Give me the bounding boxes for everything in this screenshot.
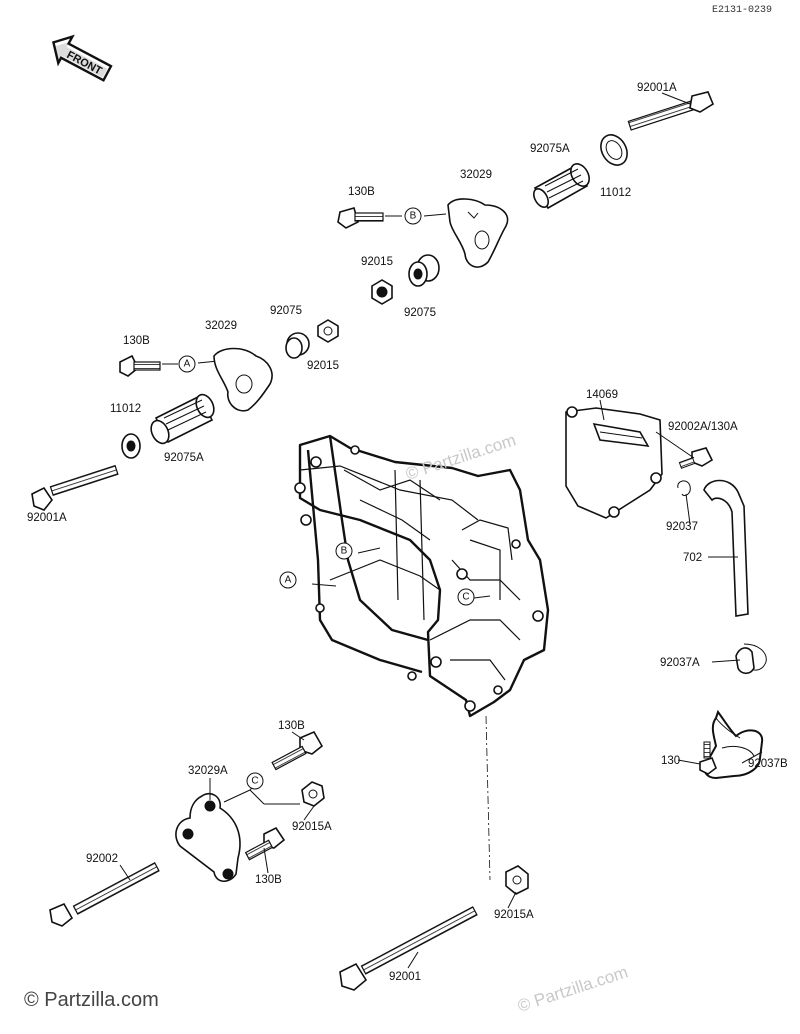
- label-92075-center: 92075: [404, 307, 436, 319]
- clip-92037: [677, 480, 691, 497]
- bracket-32029A: [175, 792, 241, 883]
- washer-11012-top: [600, 134, 628, 166]
- label-92075-left: 92075: [270, 305, 302, 317]
- label-14069: 14069: [586, 389, 618, 401]
- clamp-92037B: [703, 709, 764, 780]
- svg-text:A: A: [184, 359, 191, 370]
- label-130: 130: [661, 755, 680, 767]
- label-32029-left: 32029: [205, 320, 237, 332]
- watermark-faint-center: © Partzilla.com: [403, 430, 518, 483]
- callout-a-left: A: [178, 355, 196, 373]
- label-11012-top: 11012: [600, 187, 631, 199]
- reference-code: E2131-0239: [712, 5, 772, 16]
- clamp-92037A: [735, 643, 767, 675]
- callout-a-frame: A: [279, 571, 297, 589]
- label-92037: 92037: [666, 521, 698, 533]
- collar-92075-center: [408, 254, 440, 287]
- label-702: 702: [683, 552, 702, 564]
- bolt-92001A-top: [627, 91, 715, 131]
- bolt-92001: [339, 906, 478, 991]
- label-92037B: 92037B: [748, 758, 788, 770]
- sleeve-92075A-top: [532, 163, 590, 210]
- label-130B-top: 130B: [348, 186, 375, 198]
- bolt-130B-lower2: [244, 826, 286, 861]
- label-130B-left: 130B: [123, 335, 150, 347]
- label-130B-lower1: 130B: [278, 720, 305, 732]
- callout-b-frame: B: [335, 542, 353, 560]
- bolt-130B-left: [119, 354, 219, 377]
- label-92002A-130A: 92002A/130A: [668, 421, 738, 433]
- label-92075A-left: 92075A: [164, 452, 204, 464]
- front-arrow-icon: FRONT: [52, 34, 113, 82]
- label-32029A: 32029A: [188, 765, 228, 777]
- callout-c-frame: C: [457, 588, 475, 606]
- collar-92075-left: [285, 332, 310, 359]
- label-32029-top: 32029: [460, 169, 492, 181]
- label-92015A-upper: 92015A: [292, 821, 332, 833]
- svg-text:B: B: [410, 211, 417, 222]
- bracket-32029-left: [213, 347, 273, 412]
- nut-92015-center: [371, 279, 393, 305]
- sleeve-92075A-left: [150, 393, 215, 445]
- svg-text:A: A: [285, 575, 292, 586]
- label-92001: 92001: [389, 971, 421, 983]
- motorcycle-frame: [294, 434, 550, 881]
- bolt-92002A-130A: [678, 447, 714, 469]
- label-92001A-top: 92001A: [637, 82, 677, 94]
- nut-92015A-upper: [301, 781, 325, 807]
- bracket-32029-top: [447, 198, 509, 268]
- bolt-130B-lower1: [271, 730, 324, 771]
- watermark-faint-bottom: © Partzilla.com: [515, 962, 630, 1015]
- label-92015A-lower: 92015A: [494, 909, 534, 921]
- watermark-partzilla: © Partzilla.com: [24, 989, 159, 1011]
- breather-box-14069: [565, 406, 663, 519]
- label-92037A: 92037A: [660, 657, 700, 669]
- bolt-130B-top: [337, 207, 447, 229]
- bolt-92002: [49, 862, 160, 927]
- callout-c-lower: C: [246, 772, 264, 790]
- nut-92015A-lower: [505, 865, 529, 895]
- hose-702: [703, 479, 749, 617]
- label-92075A-top: 92075A: [530, 143, 570, 155]
- washer-11012-left: [121, 433, 141, 459]
- label-92015-center: 92015: [361, 256, 393, 268]
- label-92015-left: 92015: [307, 360, 339, 372]
- callout-b-top: B: [404, 207, 422, 225]
- label-11012-left: 11012: [110, 403, 141, 415]
- svg-text:C: C: [251, 776, 258, 787]
- bolt-92001A-left: [31, 464, 119, 511]
- svg-text:C: C: [462, 592, 469, 603]
- nut-92015-left: [317, 319, 339, 343]
- leader-lines: [119, 92, 763, 969]
- label-130B-lower2: 130B: [255, 874, 282, 886]
- label-92002: 92002: [86, 853, 118, 865]
- svg-text:B: B: [341, 546, 348, 557]
- bolt-130-small: [699, 741, 717, 775]
- label-92001A-left: 92001A: [27, 512, 67, 524]
